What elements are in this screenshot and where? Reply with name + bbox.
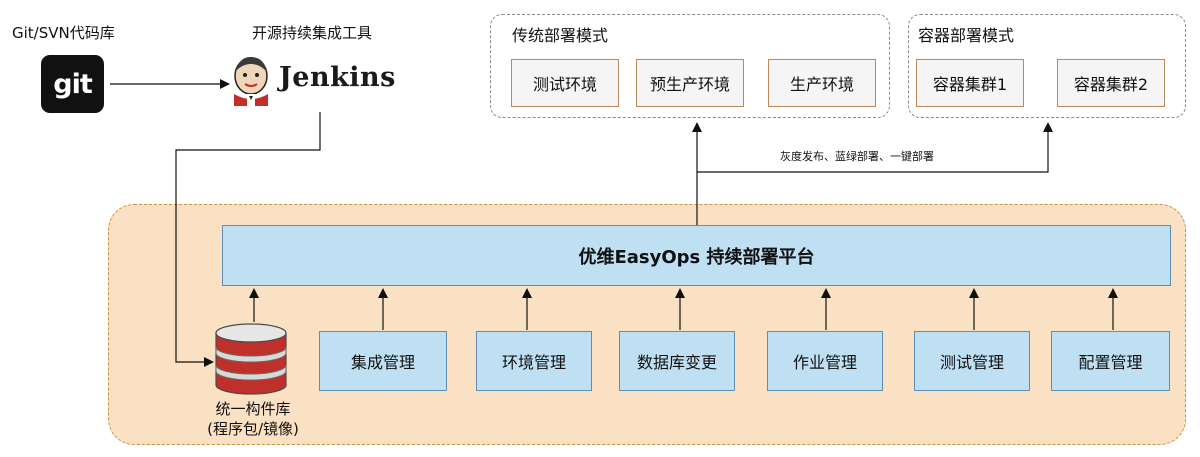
module-test-label: 测试管理 (939, 353, 1004, 372)
env-prod[interactable]: 生产环境 (768, 59, 876, 107)
deploy-strategies-label: 灰度发布、蓝绿部署、一键部署 (780, 150, 934, 163)
jenkins-butler-icon (230, 54, 272, 106)
env-preprod[interactable]: 预生产环境 (636, 59, 744, 107)
traditional-title: 传统部署模式 (512, 26, 609, 45)
database-icon (214, 323, 288, 395)
env-test-label: 测试环境 (532, 75, 597, 94)
cluster-1-label: 容器集群1 (932, 75, 1008, 94)
env-test[interactable]: 测试环境 (511, 59, 619, 107)
module-test[interactable]: 测试管理 (914, 331, 1030, 391)
module-job-label: 作业管理 (792, 353, 857, 372)
repository-label-line1: 统一构件库 (215, 400, 291, 418)
module-config-label: 配置管理 (1078, 353, 1143, 372)
git-logo: git (41, 55, 104, 113)
cluster-1[interactable]: 容器集群1 (916, 59, 1024, 107)
easyops-platform[interactable]: 优维EasyOps 持续部署平台 (222, 225, 1171, 286)
module-integration-label: 集成管理 (350, 353, 415, 372)
module-database-change-label: 数据库变更 (636, 353, 717, 372)
git-logo-text: git (53, 68, 92, 100)
repository-label: 统一构件库 (程序包/镜像) (193, 399, 313, 439)
env-prod-label: 生产环境 (789, 75, 854, 94)
container-title: 容器部署模式 (918, 26, 1015, 45)
module-database-change[interactable]: 数据库变更 (619, 331, 735, 391)
arrow-jenkins-to-repository (175, 112, 321, 367)
module-environment[interactable]: 环境管理 (476, 331, 592, 391)
module-environment-label: 环境管理 (501, 353, 566, 372)
module-integration[interactable]: 集成管理 (319, 331, 447, 391)
cluster-2[interactable]: 容器集群2 (1057, 59, 1165, 107)
source-caption: Git/SVN代码库 (12, 24, 115, 42)
cluster-2-label: 容器集群2 (1073, 75, 1149, 94)
env-preprod-label: 预生产环境 (649, 75, 730, 94)
module-job[interactable]: 作业管理 (767, 331, 883, 391)
ci-caption: 开源持续集成工具 (252, 24, 373, 42)
platform-title: 优维EasyOps 持续部署平台 (578, 246, 815, 268)
arrow-to-container-group (697, 122, 1053, 173)
module-config[interactable]: 配置管理 (1051, 331, 1170, 391)
repository-label-line2: (程序包/镜像) (207, 420, 299, 438)
jenkins-name: Jenkins (279, 62, 396, 93)
